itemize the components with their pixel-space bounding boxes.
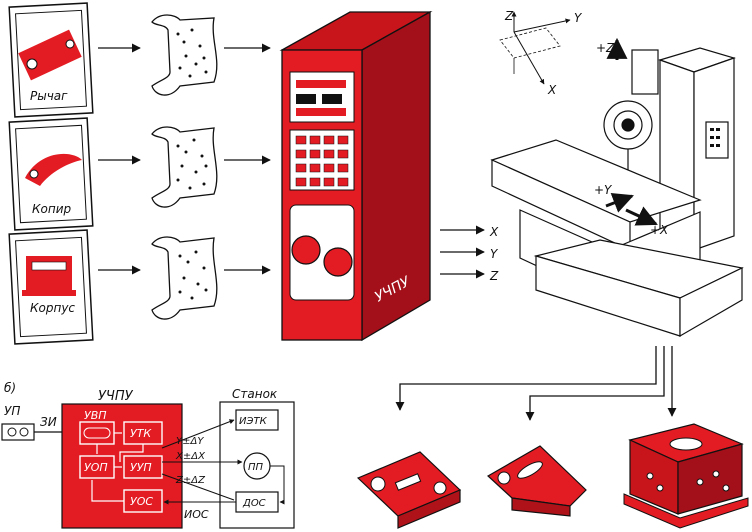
block-uop-label: УОП	[84, 461, 108, 474]
block-ietk	[235, 409, 279, 431]
milling-machine	[490, 47, 744, 338]
panel-b-tag: б)	[4, 381, 16, 395]
tape-reel-right	[323, 247, 353, 277]
machine-block-title: Станок	[232, 387, 278, 401]
coordinate-system: Z Y X	[499, 9, 583, 97]
block-uup	[123, 455, 163, 479]
part-label-copier: Копир	[32, 202, 72, 216]
axis-out-y: Y	[490, 247, 499, 261]
copier-icon	[25, 153, 82, 186]
coord-x: X	[547, 83, 557, 97]
signal-z: Z±ΔZ	[175, 475, 206, 486]
arrow-out-lever	[395, 346, 657, 411]
axis-out-x: X	[489, 225, 499, 239]
block-uos-label: УОС	[130, 495, 153, 508]
finished-lever	[356, 451, 462, 529]
part-drawing-housing: Корпус	[8, 229, 94, 345]
punched-tape-1	[151, 14, 218, 96]
part-label-lever: Рычаг	[30, 89, 68, 103]
punched-tape-2	[151, 126, 218, 208]
block-ietk-label: ИЭТК	[239, 416, 268, 427]
part-label-housing: Корпус	[30, 301, 75, 315]
signal-x: X±ΔX	[175, 451, 206, 462]
arrow-out-copier	[525, 346, 665, 421]
up-label: УП	[4, 404, 20, 418]
label-plus-y: +Y	[594, 183, 613, 197]
block-uup-label: УУП	[130, 461, 152, 474]
block-dos-label: ДОС	[242, 498, 266, 509]
label-plus-z: +Z	[596, 41, 615, 55]
zi-label: ЗИ	[40, 415, 57, 429]
ios-label: ИОС	[184, 508, 209, 521]
label-plus-x: +X	[650, 223, 669, 237]
part-drawing-lever: Рычаг	[8, 2, 94, 118]
tape-reel-left	[291, 235, 321, 265]
part-drawing-copier: Копир	[8, 117, 94, 231]
finished-copier	[486, 445, 587, 517]
block-pp-label: ПП	[248, 462, 264, 473]
cnc-block-title: УЧПУ	[98, 389, 134, 404]
block-uvp	[79, 421, 115, 445]
cnc-cabinet: УЧПУ	[279, 10, 433, 342]
coord-z: Z	[504, 9, 514, 23]
punched-tape-3	[151, 236, 218, 320]
axis-out-z: Z	[489, 269, 499, 283]
signal-y: Y±ΔY	[176, 436, 204, 447]
block-utk-label: УТК	[130, 427, 152, 440]
block-uvp-label: УВП	[84, 409, 107, 422]
finished-housing	[623, 423, 749, 529]
arrow-plus-y	[605, 192, 634, 213]
housing-icon	[26, 256, 72, 290]
arrow-plus-x	[625, 206, 658, 226]
tape-input-icon	[1, 423, 35, 441]
coord-y: Y	[574, 11, 583, 25]
